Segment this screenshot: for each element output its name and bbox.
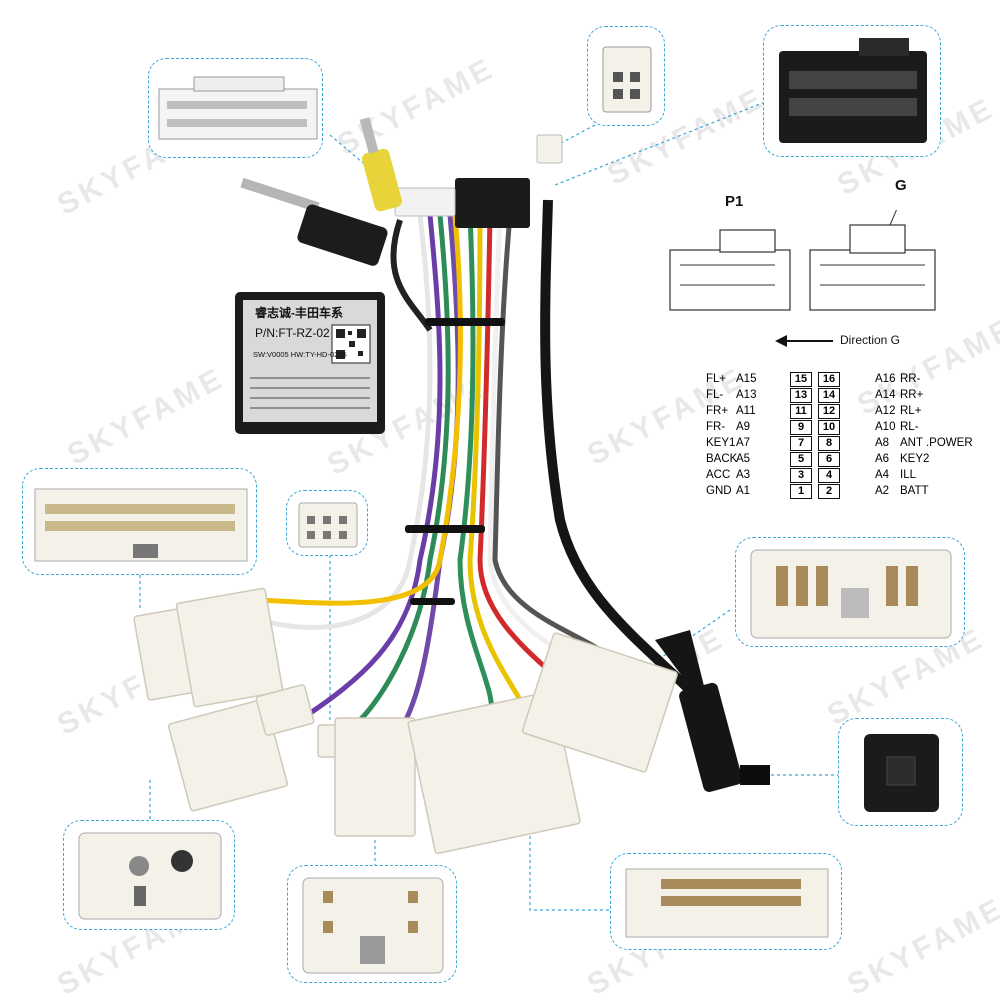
callout-28pin-connector xyxy=(22,468,257,575)
callout-20pin-connector xyxy=(148,58,323,158)
connector-24pin-icon xyxy=(625,868,829,938)
pin-right-name: ANT .POWER xyxy=(900,437,973,449)
connector-4pin-icon xyxy=(602,46,652,113)
callout-10pin-connector xyxy=(735,537,965,647)
pin-right-code: A4 xyxy=(875,469,890,481)
callout-24pin-connector xyxy=(610,853,842,950)
pin-left-code: A7 xyxy=(736,437,751,449)
connector-16pin-black-icon xyxy=(779,38,927,143)
pin-right-code: A2 xyxy=(875,485,890,497)
pin-right-code: A12 xyxy=(875,405,896,417)
pin-right-number: 16 xyxy=(818,372,840,387)
callout-12pin-connector xyxy=(287,865,457,983)
pin-left-name: FR- xyxy=(706,421,726,433)
connector-antenna-icon xyxy=(78,832,222,920)
pin-left-name: ACC xyxy=(706,469,731,481)
pin-right-name: RR- xyxy=(900,373,921,385)
pin-right-number: 6 xyxy=(818,452,840,467)
pin-left-code: A15 xyxy=(736,373,757,385)
pin-left-number: 15 xyxy=(790,372,812,387)
pin-right-number: 4 xyxy=(818,468,840,483)
p1-label: P1 xyxy=(725,193,744,210)
pin-right-name: RL- xyxy=(900,421,919,433)
pin-left-number: 11 xyxy=(790,404,812,419)
connector-line-drawing xyxy=(669,210,936,311)
pin-left-name: FL- xyxy=(706,389,724,401)
pin-right-code: A8 xyxy=(875,437,890,449)
callout-usb-socket xyxy=(838,718,963,826)
pin-right-name: ILL xyxy=(900,469,916,481)
pin-right-code: A14 xyxy=(875,389,896,401)
pinout-row: FR- A9 9 10 A10 RL- xyxy=(700,420,990,436)
pin-left-number: 7 xyxy=(790,436,812,451)
pin-left-number: 5 xyxy=(790,452,812,467)
pin-left-code: A3 xyxy=(736,469,751,481)
g-label: G xyxy=(895,177,907,194)
callout-iso-16pin-connector xyxy=(763,25,941,157)
pin-right-code: A16 xyxy=(875,373,896,385)
usb-socket-icon xyxy=(864,734,939,812)
callout-6pin-connector xyxy=(286,490,368,556)
pin-left-code: A13 xyxy=(736,389,757,401)
pin-left-name: KEY1 xyxy=(706,437,736,449)
pin-left-number: 13 xyxy=(790,388,812,403)
pin-left-name: FL+ xyxy=(706,373,727,385)
pin-right-number: 12 xyxy=(818,404,840,419)
pinout-row: FL- A13 13 14 A14 RR+ xyxy=(700,388,990,404)
connector-28pin-icon xyxy=(34,488,248,562)
callout-4pin-connector xyxy=(587,26,665,126)
callout-antenna-connector xyxy=(63,820,235,930)
pin-left-name: BACK xyxy=(706,453,738,465)
connector-12pin-icon xyxy=(302,877,444,974)
connector-6pin-icon xyxy=(298,502,358,548)
pin-right-number: 8 xyxy=(818,436,840,451)
pin-right-number: 10 xyxy=(818,420,840,435)
pin-left-code: A1 xyxy=(736,485,751,497)
pinout-row: FL+ A15 15 16 A16 RR- xyxy=(700,372,990,388)
pin-right-code: A6 xyxy=(875,453,890,465)
pin-right-name: BATT xyxy=(900,485,929,497)
direction-label: Direction G xyxy=(840,333,901,347)
pin-right-number: 14 xyxy=(818,388,840,403)
pin-left-number: 1 xyxy=(790,484,812,499)
connector-20pin-icon xyxy=(158,76,318,140)
connector-10pin-icon xyxy=(750,549,952,639)
direction-arrow-icon xyxy=(775,335,833,347)
pin-right-name: KEY2 xyxy=(900,453,930,465)
pin-right-name: RL+ xyxy=(900,405,922,417)
pin-left-name: FR+ xyxy=(706,405,729,417)
pin-left-number: 3 xyxy=(790,468,812,483)
pin-left-number: 9 xyxy=(790,420,812,435)
pin-right-code: A10 xyxy=(875,421,896,433)
pin-right-name: RR+ xyxy=(900,389,924,401)
module-version: SW:V0005 HW:TY-HD-0205 xyxy=(253,350,347,359)
pin-left-name: GND xyxy=(706,485,732,497)
pin-left-code: A5 xyxy=(736,453,751,465)
module-brand-line: 睿志诚-丰田车系 xyxy=(255,306,343,320)
pin-right-number: 2 xyxy=(818,484,840,499)
pinout-row: FR+ A11 11 12 A12 RL+ xyxy=(700,404,990,420)
pin-left-code: A9 xyxy=(736,421,751,433)
pin-left-code: A11 xyxy=(736,405,756,417)
module-part-number: P/N:FT-RZ-02 xyxy=(255,326,330,340)
